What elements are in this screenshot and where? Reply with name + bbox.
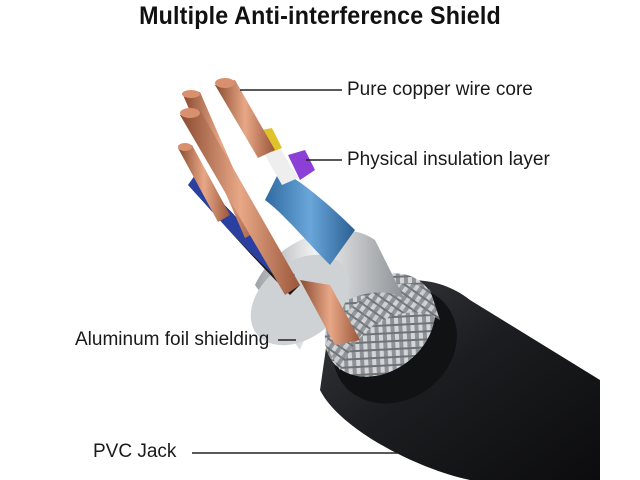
label-copper-core: Pure copper wire core — [347, 79, 533, 100]
label-foil: Aluminum foil shielding — [75, 329, 270, 350]
label-insulation: Physical insulation layer — [347, 149, 550, 170]
braided-shield — [324, 273, 440, 377]
inner-conductors — [178, 78, 360, 345]
label-jacket: PVC Jack — [93, 441, 177, 462]
diagram-title: Multiple Anti-interference Shield — [139, 2, 501, 30]
